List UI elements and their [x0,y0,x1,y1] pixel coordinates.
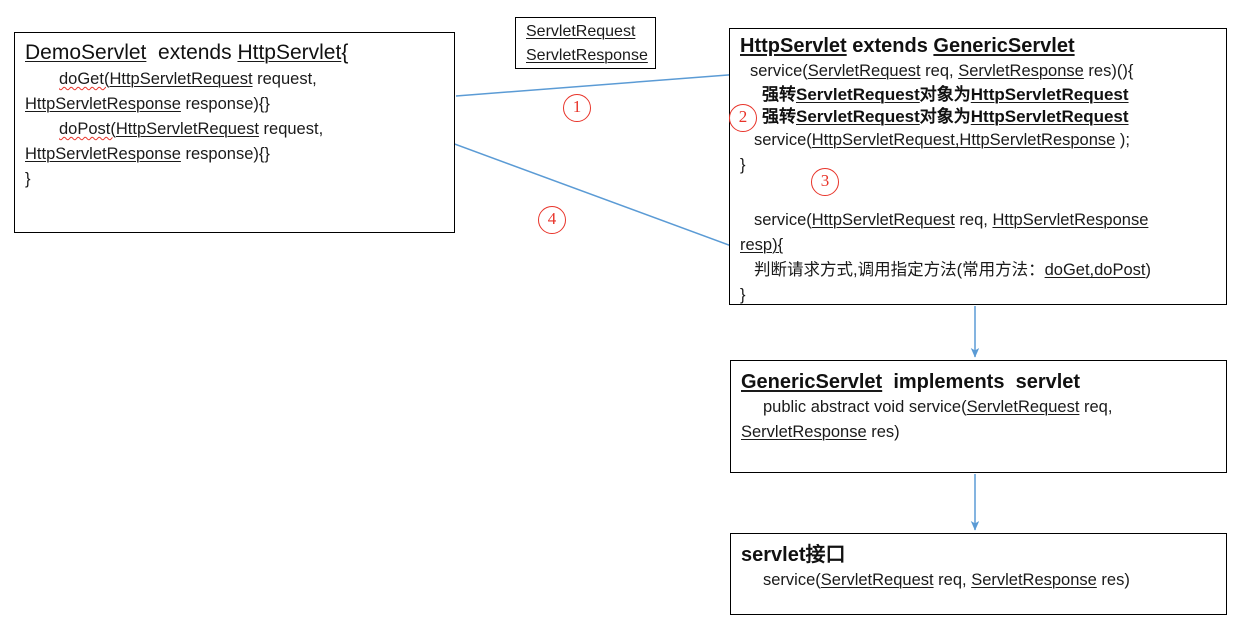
generic-servlet-title-implements: implements servlet [882,371,1081,393]
dopost-keyword: doPost( [59,120,116,138]
demo-servlet-close-brace: } [25,170,31,188]
cast-target-type-2: HttpServletRequest [970,107,1129,126]
http-servlet-title-extends: extends [846,35,934,57]
inner-call-close: ); [1115,131,1131,149]
cast-prefix-2: 强转 [762,107,796,126]
dopost-param-response-name: response){} [180,145,270,163]
doget-param-request-type: HttpServletRequest [109,70,253,88]
step-marker-4: 4 [538,206,566,234]
servlet-response-label: ServletResponse [526,47,648,64]
servlet-interface-method: service(ServletRequest req, ServletRespo… [741,568,1220,593]
http-servlet-title-super: GenericServlet [933,35,1075,57]
service-param-res-name: res)(){ [1083,62,1134,80]
demo-servlet-doget-line: doGet(HttpServletRequest request, [25,67,444,92]
generic-servlet-title: GenericServlet implements servlet [741,369,1220,395]
iface-param-req-type: ServletRequest [820,571,934,589]
demo-servlet-title-brace: { [341,41,349,64]
dopost-param-response-type: HttpServletResponse [25,145,181,163]
box-servlet-types: ServletRequest ServletResponse [515,17,656,69]
dopost-param-request-type: HttpServletRequest [115,120,259,138]
http-servlet-title: HttpServlet extends GenericServlet [740,33,1220,59]
servlet-request-label: ServletRequest [526,23,636,40]
abstract-param-req-name: req, [1079,398,1113,416]
service-param-req-type: ServletRequest [807,62,921,80]
overload-param-res-type: HttpServletResponse [992,211,1149,229]
overload-keyword: service( [754,211,812,229]
abstract-param-res-type: ServletResponse [741,423,867,441]
box-http-servlet: HttpServlet extends GenericServlet servi… [729,28,1227,305]
http-servlet-close-brace-2: } [740,286,746,304]
doget-param-response-name: response){} [180,95,270,113]
servlet-interface-title-cn: 接口 [805,544,846,566]
abstract-param-req-type: ServletRequest [966,398,1080,416]
dopost-param-request-name: request, [258,120,324,138]
generic-servlet-title-class: GenericServlet [741,371,883,393]
comment-cn-text: 判断请求方式,调用指定方法(常用方法： [754,261,1045,279]
demo-servlet-doget-line-2: HttpServletResponse response){} [25,92,444,117]
http-servlet-overload-signature-b: resp){ [740,236,784,254]
iface-service-keyword: service( [763,571,821,589]
servlet-interface-title-en: servlet [741,544,806,566]
doget-keyword: doGet( [59,70,110,88]
cast-middle-1: 对象为 [919,85,971,104]
demo-servlet-title-extends: extends [146,41,238,64]
iface-param-res-name: res) [1096,571,1130,589]
http-servlet-service-signature: service(ServletRequest req, ServletRespo… [740,59,1220,84]
doget-param-response-type: HttpServletResponse [25,95,181,113]
service-param-res-type: ServletResponse [958,62,1084,80]
demo-servlet-title-class: DemoServlet [25,41,147,64]
overload-param-req-type: HttpServletRequest [811,211,955,229]
http-servlet-close-brace-1: } [740,156,746,174]
cast-target-type-1: HttpServletRequest [970,85,1129,104]
iface-param-res-type: ServletResponse [971,571,1097,589]
step-marker-2: 2 [729,104,757,132]
http-servlet-inner-call: service(HttpServletRequest,HttpServletRe… [740,128,1220,153]
cast-source-type-1: ServletRequest [796,85,920,104]
arrow-step-1 [455,70,742,97]
demo-servlet-title: DemoServlet extends HttpServlet{ [25,39,444,67]
service-keyword: service( [750,62,808,80]
box-servlet-interface: servlet接口 service(ServletRequest req, Se… [730,533,1227,615]
abstract-param-res-name: res) [866,423,900,441]
http-servlet-overload-signature-a: service(HttpServletRequest req, HttpServ… [740,208,1220,233]
http-servlet-cast-line-1: 强转ServletRequest对象为HttpServletRequest [740,84,1220,106]
service-param-req-name: req, [920,62,959,80]
cast-prefix-1: 强转 [762,85,796,104]
demo-servlet-dopost-line-2: HttpServletResponse response){} [25,142,444,167]
box-generic-servlet: GenericServlet implements servlet public… [730,360,1227,473]
inner-call-keyword: service( [754,131,812,149]
box-demo-servlet: DemoServlet extends HttpServlet{ doGet(H… [14,32,455,233]
http-servlet-comment-line: 判断请求方式,调用指定方法(常用方法：doGet,doPost) [740,258,1220,283]
generic-servlet-method-a: public abstract void service(ServletRequ… [741,395,1220,420]
http-servlet-title-class: HttpServlet [740,35,847,57]
iface-param-req-name: req, [933,571,972,589]
cast-source-type-2: ServletRequest [796,107,920,126]
overload-param-req-name: req, [954,211,993,229]
inner-call-args: HttpServletRequest,HttpServletResponse [811,131,1116,149]
demo-servlet-dopost-line: doPost(HttpServletRequest request, [25,117,444,142]
comment-close-paren: ) [1145,261,1152,279]
abstract-method-keyword: public abstract void service( [763,398,967,416]
step-marker-3: 3 [811,168,839,196]
servlet-interface-title: servlet接口 [741,542,1220,568]
doget-param-request-name: request, [252,70,317,88]
http-servlet-cast-line-2: 强转ServletRequest对象为HttpServletRequest [740,106,1220,128]
generic-servlet-method-b: ServletResponse res) [741,420,1220,445]
demo-servlet-title-super: HttpServlet [237,41,342,64]
cast-middle-2: 对象为 [919,107,971,126]
step-marker-1: 1 [563,94,591,122]
comment-methods: doGet,doPost [1044,261,1146,279]
